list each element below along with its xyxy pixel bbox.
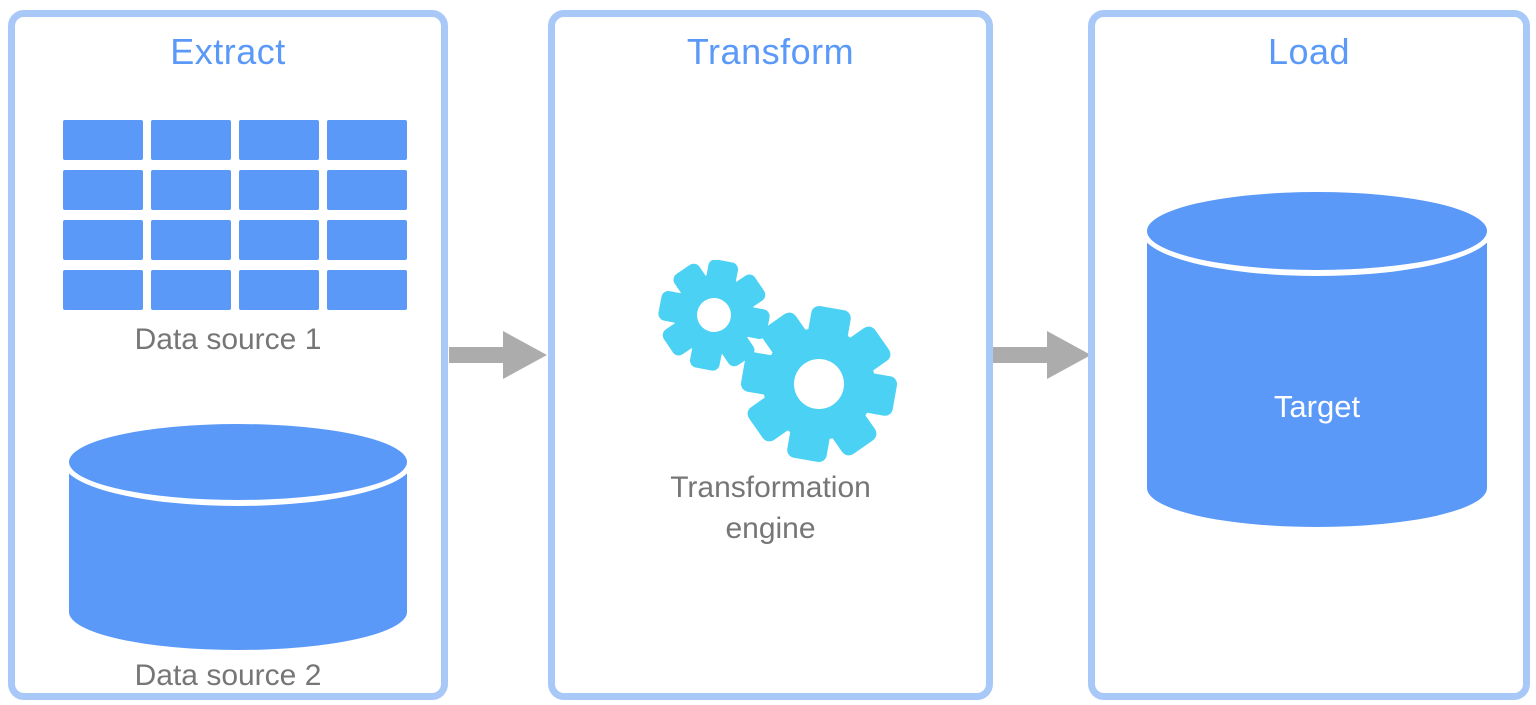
panel-transform: Transform Transformation engine <box>548 10 993 700</box>
table-cell <box>151 120 231 160</box>
table-cell <box>239 120 319 160</box>
target-label: Target <box>1273 389 1361 424</box>
table-cell <box>63 270 143 310</box>
database-cylinder-top <box>63 418 413 506</box>
table-cell <box>327 220 407 260</box>
transformation-engine-label: Transformation engine <box>670 471 871 545</box>
gear-large <box>740 305 898 463</box>
table-cell <box>63 120 143 160</box>
table-cell <box>327 170 407 210</box>
table-cell <box>239 220 319 260</box>
table-cell <box>327 120 407 160</box>
database-cylinder-top <box>1141 186 1493 276</box>
panel-title-extract: Extract <box>170 31 286 72</box>
table-cell <box>327 270 407 310</box>
table-grid-icon <box>63 120 407 310</box>
panel-extract: Extract Data source 1 Data source 2 <box>8 10 448 700</box>
arrow-right-icon <box>993 331 1091 379</box>
panel-title-load: Load <box>1267 31 1351 72</box>
table-cell <box>151 270 231 310</box>
gears-icon <box>658 260 898 463</box>
table-cell <box>151 170 231 210</box>
table-cell <box>151 220 231 260</box>
database-icon: Target <box>1141 186 1493 527</box>
table-cell <box>239 270 319 310</box>
database-cylinder-body <box>1147 231 1487 527</box>
database-icon <box>63 418 413 650</box>
arrow-right-icon <box>449 331 547 379</box>
panel-title-transform: Transform <box>686 31 855 72</box>
table-cell <box>63 220 143 260</box>
data-source-1-label: Data source 1 <box>134 323 322 356</box>
table-cell <box>239 170 319 210</box>
panel-load: Load Target <box>1088 10 1530 700</box>
table-cell <box>63 170 143 210</box>
data-source-2-label: Data source 2 <box>134 659 322 692</box>
gear-small <box>658 260 770 371</box>
